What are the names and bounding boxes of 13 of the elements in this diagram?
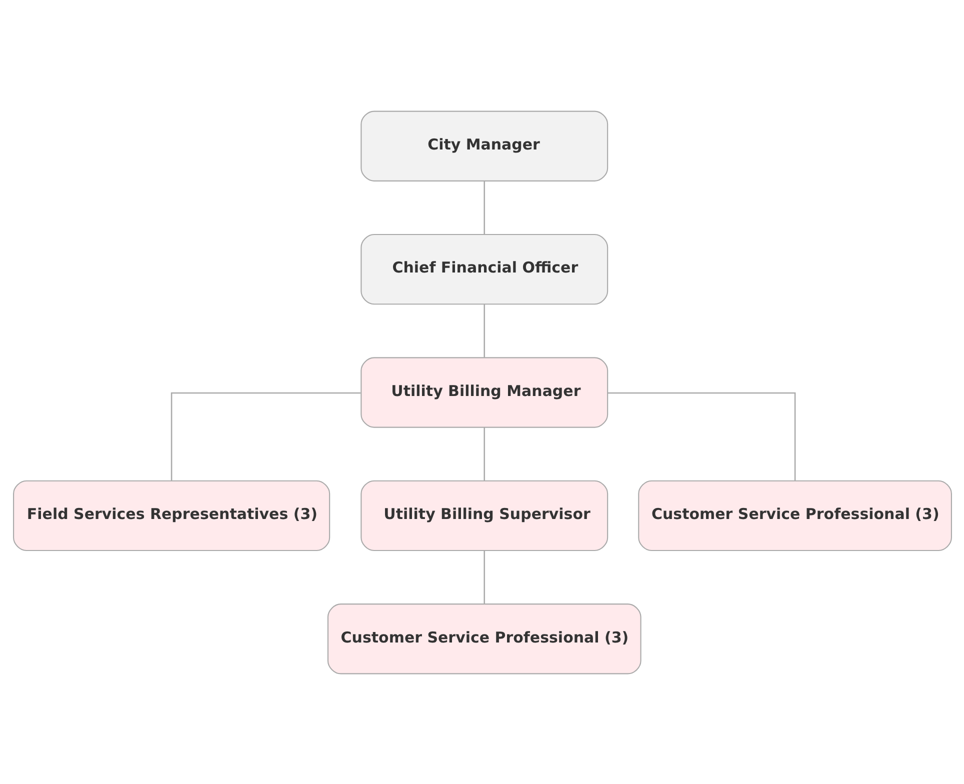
connector bbox=[483, 426, 485, 480]
node-box: Chief Financial Officer bbox=[360, 233, 608, 304]
node-box: Customer Service Professional (3) bbox=[638, 480, 952, 551]
node-box: Utility Billing Manager bbox=[360, 356, 608, 428]
connector bbox=[170, 392, 360, 480]
connector bbox=[483, 180, 485, 234]
node-box: Field Services Representatives (3) bbox=[12, 480, 330, 551]
connector bbox=[607, 392, 796, 480]
node-box: Utility Billing Supervisor bbox=[360, 480, 608, 551]
node-box: City Manager bbox=[360, 110, 608, 181]
node-box: Customer Service Professional (3) bbox=[326, 603, 641, 674]
connector bbox=[483, 304, 485, 357]
connector bbox=[483, 550, 485, 604]
